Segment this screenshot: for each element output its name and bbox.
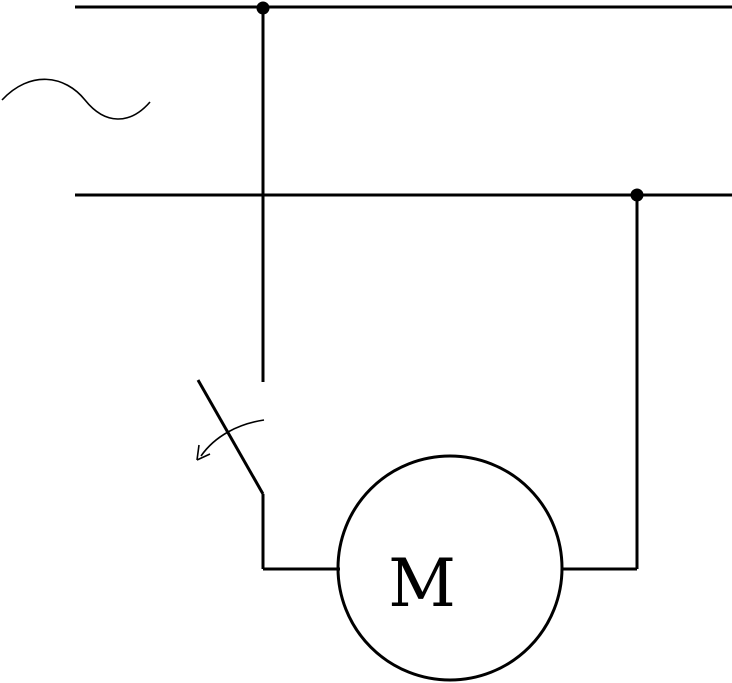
switch-blade [196,379,265,495]
switch-arrowhead-icon [196,444,211,461]
ac-supply-icon [1,78,151,120]
switch-arrow-arc [200,419,265,457]
motor-label: M [388,545,456,622]
